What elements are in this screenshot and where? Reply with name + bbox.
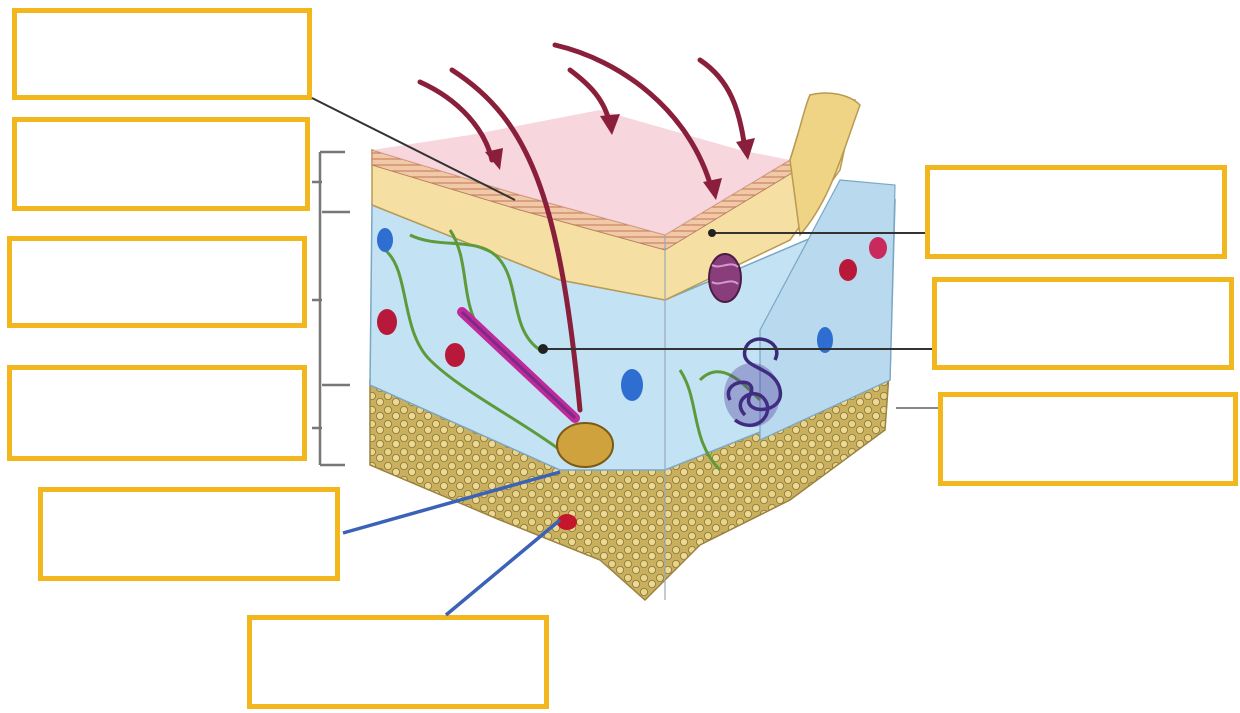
layer-bracket bbox=[312, 152, 350, 465]
leader-dot bbox=[538, 344, 548, 354]
sebaceous-gland bbox=[709, 254, 741, 302]
leader-dot bbox=[708, 229, 716, 237]
